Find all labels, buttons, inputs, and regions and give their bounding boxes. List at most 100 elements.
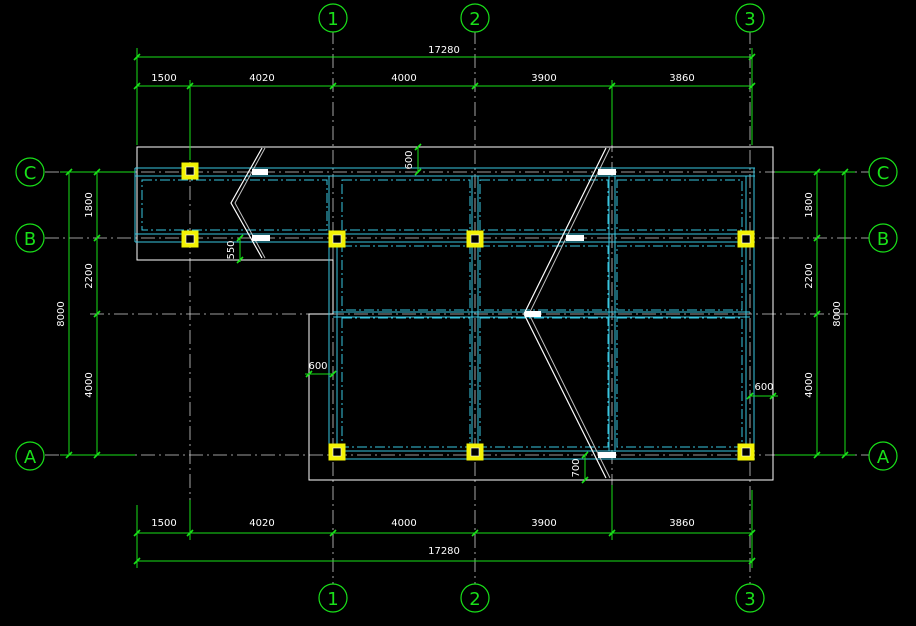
- grid-bubble-A-left: [15, 441, 45, 471]
- grid-bubble-3-bottom: [735, 583, 765, 613]
- grid-label-A-left: A: [24, 447, 37, 468]
- grid-label-B-left: B: [24, 229, 36, 250]
- dim-seg-top-3: 4000: [391, 73, 416, 84]
- dim-left-total: 8000: [56, 301, 67, 326]
- dim-seg-bottom-2: 4020: [249, 518, 274, 529]
- dim-tick: [414, 168, 422, 176]
- grid-bubble-3-top: [735, 3, 765, 33]
- dim-tick: [581, 476, 589, 484]
- dim-tick: [133, 82, 141, 90]
- panel-mid-c3: [616, 179, 743, 231]
- grid-bubble-2-bottom: [460, 583, 490, 613]
- dim-tick: [65, 168, 73, 176]
- dim-seg-top-5: 3860: [669, 73, 694, 84]
- grid-label-1-bottom: 1: [327, 589, 338, 610]
- panel-a1: [341, 317, 471, 448]
- break-marker: [252, 169, 268, 175]
- break-marker: [598, 169, 616, 175]
- panel-b2-upper: [479, 245, 609, 311]
- panel-a2: [479, 317, 609, 448]
- dim-tick: [414, 143, 422, 151]
- dimension-right: 1800 2200 4000 8000: [775, 168, 855, 459]
- grid-bubble-C-right: [868, 157, 898, 187]
- dim-tick: [748, 529, 756, 537]
- dimension-bottom: 1500 4020 4000 3900 3860 17280: [133, 485, 756, 568]
- dim-tick: [748, 557, 756, 565]
- outer-outline: [136, 146, 774, 481]
- dim-tick: [236, 256, 244, 264]
- grid-label-2-bottom: 2: [469, 589, 480, 610]
- panel-b1-upper: [341, 245, 471, 311]
- dim-tick: [329, 529, 337, 537]
- dim-tick: [608, 529, 616, 537]
- break-lines: [230, 147, 616, 479]
- column-core: [470, 447, 480, 457]
- panel-left-strip: [141, 179, 328, 231]
- dim-tick: [813, 234, 821, 242]
- dim-seg-bottom-5: 3860: [669, 518, 694, 529]
- dim-seg-top-2: 4020: [249, 73, 274, 84]
- dim-overall-top: 17280: [428, 45, 460, 56]
- dim-seg-top-4: 3900: [531, 73, 556, 84]
- break-line-right-inner: [528, 147, 611, 479]
- dim-right-total: 8000: [832, 301, 843, 326]
- dim-right-seg-1: 1800: [804, 192, 815, 217]
- break-marker: [566, 235, 584, 241]
- grid-label-C-left: C: [24, 163, 37, 184]
- grid-bubble-A-right: [868, 441, 898, 471]
- dimension-top: 17280 1500 4020 4000 3900 3860: [133, 45, 756, 160]
- column-core: [185, 166, 195, 176]
- dim-left-seg-2: 2200: [84, 263, 95, 288]
- dim-tick: [329, 370, 337, 378]
- dim-tick: [186, 529, 194, 537]
- grid-bubble-1-top: [318, 3, 348, 33]
- dim-tick: [746, 392, 754, 400]
- dim-tick: [93, 451, 101, 459]
- dim-tick: [471, 529, 479, 537]
- dimension-offsets: 600 550 600 600 700: [226, 143, 778, 484]
- break-line-left: [230, 147, 263, 259]
- dimension-left: 8000 1800 2200 4000: [56, 168, 135, 459]
- column-core: [332, 447, 342, 457]
- dim-seg-top-1: 1500: [151, 73, 176, 84]
- dim-right-seg-3: 4000: [804, 372, 815, 397]
- dim-tick: [93, 310, 101, 318]
- grid-label-2-top: 2: [469, 9, 480, 30]
- dim-offset-top: 600: [404, 150, 415, 169]
- beams: [134, 167, 755, 460]
- dim-right-seg-2: 2200: [804, 263, 815, 288]
- grid-bubble-C-left: [15, 157, 45, 187]
- break-marker: [598, 452, 616, 458]
- dim-tick: [841, 451, 849, 459]
- dim-tick: [581, 451, 589, 459]
- dim-tick: [133, 557, 141, 565]
- dim-overall-bottom: 17280: [428, 546, 460, 557]
- dim-tick: [133, 529, 141, 537]
- dim-tick: [236, 234, 244, 242]
- column-core: [741, 234, 751, 244]
- grid-label-C-right: C: [877, 163, 890, 184]
- dim-seg-bottom-1: 1500: [151, 518, 176, 529]
- column-core: [741, 447, 751, 457]
- grid-bubble-1-bottom: [318, 583, 348, 613]
- dim-tick: [186, 82, 194, 90]
- dim-tick: [841, 168, 849, 176]
- foundation-outline: [136, 146, 774, 481]
- dim-tick: [93, 234, 101, 242]
- dim-tick: [813, 451, 821, 459]
- grid-bubbles: 1 2 3 1 2 3 C B A C B A: [15, 3, 898, 613]
- dim-offset-step: 550: [226, 240, 237, 259]
- dim-offset-bottom: 700: [571, 458, 582, 477]
- panel-b3-upper: [616, 245, 743, 311]
- dim-seg-bottom-4: 3900: [531, 518, 556, 529]
- panel-c2-mid: [479, 179, 609, 231]
- break-marker: [525, 311, 541, 317]
- dim-left-seg-1: 1800: [84, 192, 95, 217]
- columns: [181, 162, 755, 461]
- dim-tick: [133, 53, 141, 61]
- panel-a3: [616, 317, 743, 448]
- grid-bubble-B-right: [868, 223, 898, 253]
- dim-tick: [65, 451, 73, 459]
- grid-label-3-bottom: 3: [744, 589, 755, 610]
- dim-seg-bottom-3: 4000: [391, 518, 416, 529]
